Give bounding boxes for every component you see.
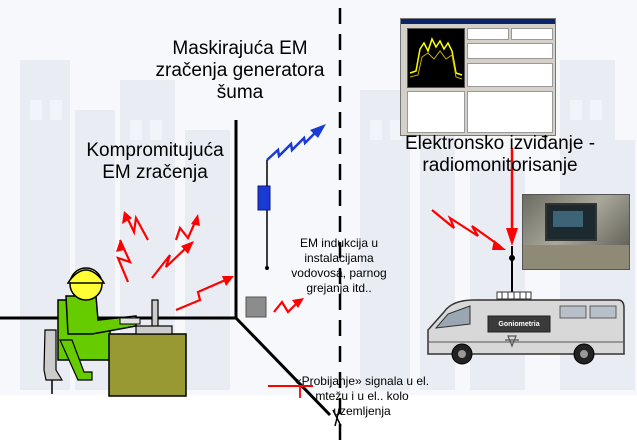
lightning-icon-7 bbox=[431, 209, 501, 247]
lightning-icon-4 bbox=[174, 219, 198, 241]
label-signal-breakthrough: «Probijanje» signala u el. mtežu i u el.… bbox=[294, 374, 430, 418]
lightning-icon-2 bbox=[125, 214, 149, 241]
monitoring-software-screenshot bbox=[400, 18, 556, 136]
spectrum-scope bbox=[407, 28, 465, 88]
computer-icon bbox=[119, 299, 173, 335]
chair bbox=[43, 329, 64, 381]
lightning-icon-3 bbox=[151, 245, 189, 279]
label-masking-emissions: Maskirajuća EM zračenja generatora šuma bbox=[155, 38, 325, 104]
diagonal-wall-line bbox=[234, 316, 332, 417]
lightning-icon-1 bbox=[116, 239, 133, 283]
label-em-induction: EM indukcija u instalacijama vodovosa, p… bbox=[291, 236, 387, 295]
label-electronic-reconnaissance: Elektronsko izviđanje - radiomonitorisan… bbox=[404, 133, 596, 177]
lightning-icon-6 bbox=[273, 300, 299, 314]
socket-box bbox=[245, 296, 267, 318]
blue-wave-lightning-icon bbox=[266, 129, 319, 161]
generator-icon bbox=[257, 185, 271, 211]
person-icon bbox=[57, 267, 137, 381]
desk bbox=[108, 333, 187, 397]
label-compromising-emissions: Kompromitujuća EM zračenja bbox=[86, 140, 224, 184]
lightning-icon-5 bbox=[175, 276, 231, 312]
van-label: Goniometria bbox=[498, 321, 540, 328]
van-icon bbox=[427, 291, 625, 365]
cross-mark bbox=[332, 409, 342, 427]
equipment-photo bbox=[522, 194, 630, 270]
